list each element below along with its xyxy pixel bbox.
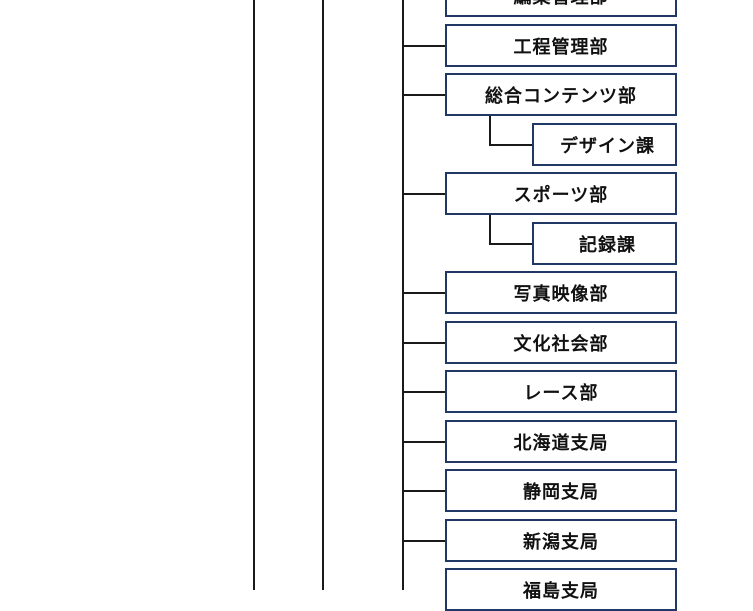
section-label: デザイン課 [560,135,655,157]
section-box-records: 記録課 [532,222,677,265]
section-box-design: デザイン課 [532,123,677,166]
dept-label: 新潟支局 [523,531,599,553]
trunk-line-left [253,0,255,590]
connector-shizuoka-branch [402,490,447,492]
connector-design-section-vertical [489,115,491,146]
connector-general-contents [402,94,447,96]
dept-label: 写真映像部 [513,283,609,305]
dept-label: 工程管理部 [513,36,609,58]
connector-records-section-vertical [489,214,491,245]
connector-culture-society [402,342,447,344]
dept-label: 静岡支局 [523,481,599,503]
connector-hokkaido-branch [402,441,447,443]
connector-sports [402,193,447,195]
dept-box-sports: スポーツ部 [445,172,677,215]
dept-box-culture-society: 文化社会部 [445,321,677,364]
connector-design-section-horizontal [489,144,534,146]
connector-niigata-branch [402,540,447,542]
connector-process-management [402,45,447,47]
dept-box-photo-video: 写真映像部 [445,271,677,314]
dept-label: 総合コンテンツ部 [485,85,637,107]
dept-label: レース部 [523,382,599,404]
dept-box-process-management: 工程管理部 [445,24,677,67]
dept-label: 北海道支局 [513,432,609,454]
dept-label: 文化社会部 [513,333,609,355]
dept-box-race: レース部 [445,370,677,413]
dept-box-editorial-management: 編集管理部 [445,0,677,17]
dept-label: スポーツ部 [513,184,609,206]
connector-photo-video [402,292,447,294]
connector-records-section-horizontal [489,243,534,245]
trunk-line-middle [322,0,324,590]
dept-box-shizuoka-branch: 静岡支局 [445,469,677,512]
dept-box-general-contents: 総合コンテンツ部 [445,73,677,116]
dept-box-hokkaido-branch: 北海道支局 [445,420,677,463]
dept-label: 編集管理部 [514,0,609,9]
trunk-line-main [402,0,404,590]
dept-box-niigata-branch: 新潟支局 [445,519,677,562]
section-label: 記録課 [579,234,636,256]
connector-race [402,391,447,393]
